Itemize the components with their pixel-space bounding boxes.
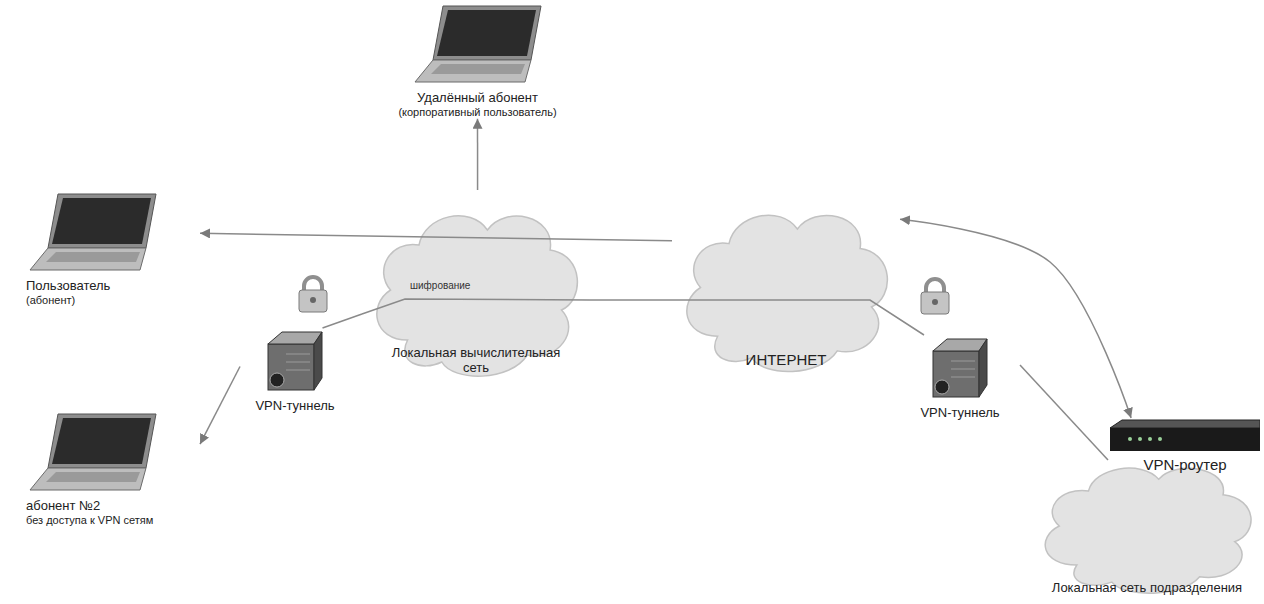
cloud-outline bbox=[362, 190, 590, 390]
router-icon bbox=[1110, 418, 1260, 452]
connector bbox=[900, 219, 1131, 418]
laptop-node: абонент №2без доступа к VPN сетям bbox=[22, 412, 200, 527]
device-label: (корпоративный пользователь) bbox=[355, 106, 600, 119]
device-label: абонент №2 bbox=[22, 498, 200, 514]
network-cloud: Локальная вычислительная сеть bbox=[362, 190, 590, 390]
connector bbox=[1020, 365, 1108, 460]
network-cloud: ИНТЕРНЕТ bbox=[672, 190, 900, 385]
vpn-gateway: VPN-туннель bbox=[900, 335, 1020, 421]
laptop-icon bbox=[28, 192, 158, 274]
vpn-gateway: VPN-туннель bbox=[240, 328, 350, 414]
device-label: VPN-туннель bbox=[240, 398, 350, 414]
connector bbox=[477, 119, 479, 190]
lock-icon bbox=[921, 279, 949, 314]
device-label: без доступа к VPN сетям bbox=[22, 514, 200, 527]
connector bbox=[200, 367, 240, 445]
vpn-router: VPN-роутер bbox=[1108, 418, 1262, 474]
device-label: (абонент) bbox=[22, 294, 200, 307]
network-label: Локальная сеть подразделения bbox=[1047, 580, 1247, 596]
device-label: Удалённый абонент bbox=[355, 90, 600, 106]
annotation-label: шифрование bbox=[410, 280, 470, 292]
device-label: VPN-туннель bbox=[900, 405, 1020, 421]
device-label: VPN-роутер bbox=[1108, 456, 1262, 474]
cube-icon bbox=[262, 328, 328, 394]
laptop-node: Удалённый абонент(корпоративный пользова… bbox=[355, 4, 600, 119]
network-label: Локальная вычислительная сеть bbox=[381, 345, 571, 376]
cube-icon bbox=[927, 335, 993, 401]
laptop-icon bbox=[28, 412, 158, 494]
connector bbox=[323, 314, 363, 328]
laptop-icon bbox=[413, 4, 543, 86]
lock-icon bbox=[299, 277, 327, 312]
network-label: ИНТЕРНЕТ bbox=[696, 351, 876, 369]
laptop-node: Пользователь(абонент) bbox=[22, 192, 200, 307]
device-label: Пользователь bbox=[22, 278, 200, 294]
